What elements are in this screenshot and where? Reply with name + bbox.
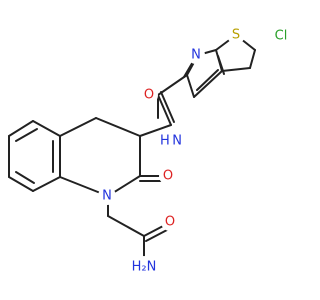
bond-layer: [8, 34, 256, 267]
lactam-oxygen-atom-label: O: [163, 169, 173, 184]
atom-background: [161, 213, 179, 231]
bond: [15, 128, 38, 142]
ring-nitrogen-atom-label: N: [191, 48, 201, 63]
bond: [32, 176, 61, 192]
bond: [32, 120, 61, 137]
lactam-nitrogen-atom-label: N: [102, 189, 112, 204]
terminal-amine-atom-label: H₂N: [132, 260, 157, 275]
bond: [15, 171, 35, 184]
bond: [249, 49, 256, 69]
atom-background: [98, 187, 116, 205]
bond: [95, 117, 141, 137]
bond: [193, 70, 223, 98]
bond: [8, 176, 34, 192]
atom-background: [270, 25, 292, 47]
amide-nh-atom-label: H N: [160, 134, 182, 149]
atom-background: [133, 256, 155, 278]
bond: [157, 94, 172, 126]
bond: [145, 229, 168, 242]
atom-background: [227, 26, 245, 44]
atom-background: [140, 86, 158, 104]
bond: [221, 67, 251, 72]
bond: [196, 69, 219, 91]
bond: [107, 215, 145, 237]
atom-background: [158, 128, 184, 154]
atom-background: [159, 167, 177, 185]
amide-oxygen-atom-label: O: [144, 88, 154, 103]
bond: [143, 224, 166, 237]
bond: [59, 117, 97, 137]
bond: [160, 91, 175, 123]
bond: [186, 74, 195, 98]
atom-layer: S Cl N O H N N O O H₂N: [98, 25, 292, 278]
bond: [157, 74, 188, 96]
atom-background: [187, 46, 205, 64]
chlorine-atom-label: Cl: [275, 29, 288, 44]
bond: [8, 120, 34, 137]
bond: [139, 124, 172, 137]
sulfur-atom-label: S: [232, 28, 240, 43]
molecule-structure: S Cl N O H N N O O H₂N: [8, 25, 292, 278]
terminal-oxygen-atom-label: O: [165, 215, 175, 230]
